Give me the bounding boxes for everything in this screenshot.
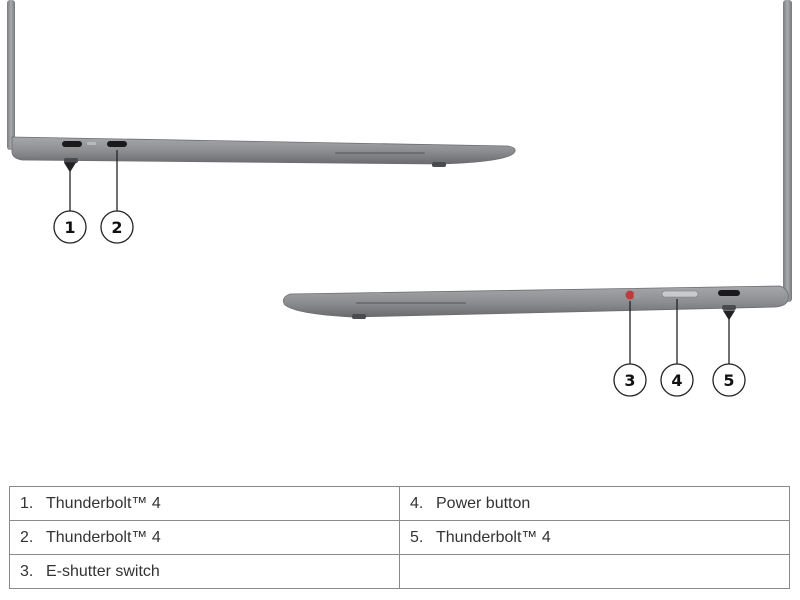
legend-label: Thunderbolt™ 4: [46, 528, 161, 546]
legend-number: 2.: [20, 528, 34, 546]
legend-cell: 3. E-shutter switch: [9, 554, 400, 589]
leader-arrow-1: [63, 162, 77, 173]
legend-row: 2. Thunderbolt™ 4 5. Thunderbolt™ 4: [9, 520, 790, 555]
right-view-foot-front: [352, 314, 366, 319]
callout-circle: [613, 363, 647, 397]
callout-3: 3: [613, 363, 647, 397]
legend-cell: 4. Power button: [399, 486, 790, 521]
legend-row: 1. Thunderbolt™ 4 4. Power button: [9, 486, 790, 521]
left-view-lid: [7, 0, 15, 150]
callout-circle: [712, 363, 746, 397]
laptop-side-views-diagram: 1 2 3 4 5: [7, 0, 792, 397]
callout-number: 4: [671, 371, 682, 390]
right-view-base: [282, 285, 789, 318]
legend-row: 3. E-shutter switch: [9, 554, 790, 589]
legend-label: Thunderbolt™ 4: [436, 528, 551, 546]
port-legend-table: 1. Thunderbolt™ 4 4. Power button 2. Thunde…: [9, 486, 790, 589]
laptop-right-side-view: [282, 0, 792, 319]
laptop-left-side-view: [7, 0, 516, 167]
right-view-foot-rear: [722, 305, 736, 310]
legend-cell: 1. Thunderbolt™ 4: [9, 486, 400, 521]
callout-number: 2: [111, 218, 122, 237]
callout-number: 3: [624, 371, 635, 390]
legend-label: E-shutter switch: [46, 562, 160, 580]
legend-number: 3.: [20, 562, 34, 580]
leader-lines: [63, 150, 736, 364]
left-view-vent: [335, 152, 425, 154]
left-view-foot-rear: [64, 158, 78, 163]
callout-circle: [100, 210, 134, 244]
callout-number: 1: [64, 218, 75, 237]
legend-number: 5.: [410, 528, 424, 546]
legend-cell: 2. Thunderbolt™ 4: [9, 520, 400, 555]
e-shutter-switch: [625, 290, 635, 300]
callout-5: 5: [712, 363, 746, 397]
power-button: [661, 290, 699, 298]
thunderbolt-port-5: [718, 290, 740, 296]
legend-label: Power button: [436, 494, 531, 512]
left-view-foot-front: [432, 162, 446, 167]
callout-4: 4: [660, 363, 694, 397]
thunderbolt-port-1: [62, 141, 82, 147]
callout-number: 5: [723, 371, 734, 390]
left-view-base: [11, 136, 516, 165]
right-view-vent: [356, 302, 466, 304]
right-view-lid: [783, 0, 792, 302]
legend-label: Thunderbolt™ 4: [46, 494, 161, 512]
legend-cell: 5. Thunderbolt™ 4: [399, 520, 790, 555]
callout-circle: [53, 210, 87, 244]
legend-cell-empty: [399, 554, 790, 589]
leader-arrow-5: [722, 310, 736, 321]
thunderbolt-port-2: [107, 141, 127, 147]
callout-1: 1: [53, 210, 87, 244]
legend-number: 4.: [410, 494, 424, 512]
legend-number: 1.: [20, 494, 34, 512]
e-shutter-switch-track: [633, 291, 641, 299]
port-label-mark: [87, 142, 96, 145]
callout-2: 2: [100, 210, 134, 244]
callout-circle: [660, 363, 694, 397]
